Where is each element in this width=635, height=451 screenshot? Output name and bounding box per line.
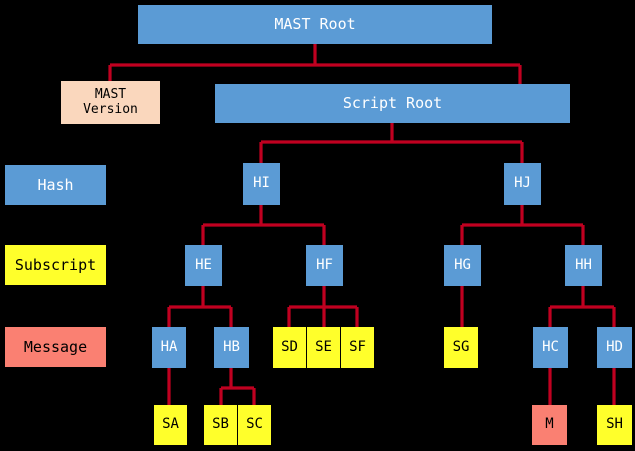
legend-item-hash: Hash [5, 165, 106, 205]
tree-node-hb: HB [214, 327, 249, 368]
tree-node-ha: HA [152, 327, 186, 368]
tree-node-m: M [532, 405, 567, 445]
tree-node-mast-root: MAST Root [138, 5, 492, 44]
tree-node-he: HE [185, 245, 222, 286]
tree-node-sb: SB [204, 405, 237, 445]
tree-node-sg: SG [444, 327, 478, 368]
tree-node-script-root: Script Root [215, 84, 570, 123]
tree-node-sc: SC [238, 405, 271, 445]
tree-node-hj: HJ [504, 163, 541, 205]
tree-node-hc: HC [533, 327, 568, 368]
tree-node-mast-version: MAST Version [61, 81, 160, 124]
tree-node-sh: SH [597, 405, 632, 445]
tree-node-hd: HD [597, 327, 632, 368]
tree-node-hi: HI [243, 163, 280, 205]
tree-node-sd: SD [273, 327, 306, 368]
tree-node-hf: HF [306, 245, 343, 286]
legend-item-message: Message [5, 327, 106, 367]
tree-node-hg: HG [444, 245, 481, 286]
legend-item-subscript: Subscript [5, 245, 106, 285]
tree-node-hh: HH [565, 245, 602, 286]
tree-node-se: SE [307, 327, 340, 368]
tree-node-sf: SF [341, 327, 374, 368]
tree-node-sa: SA [154, 405, 187, 445]
